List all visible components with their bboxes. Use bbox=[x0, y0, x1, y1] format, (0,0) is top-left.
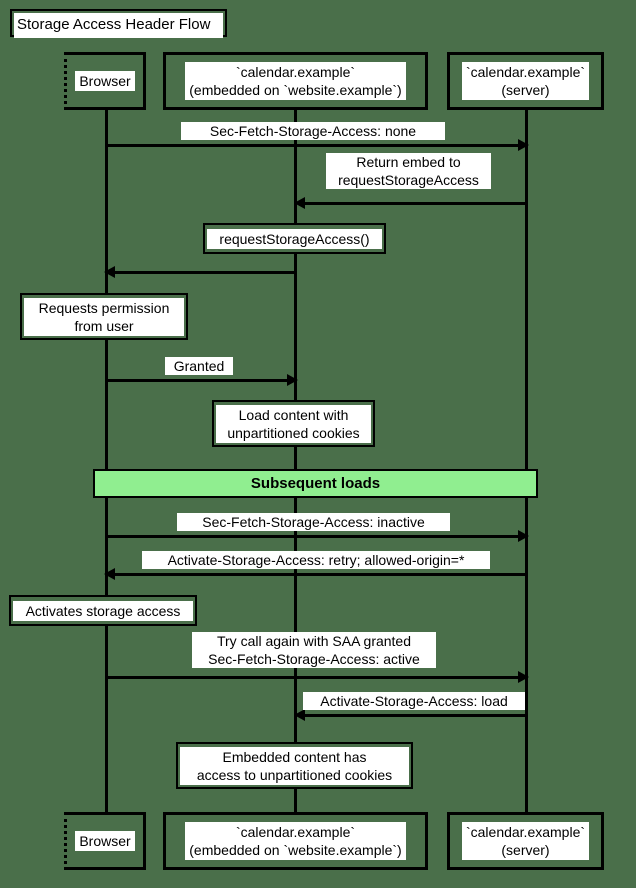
note-requests-permission-text: Requests permission from user bbox=[24, 297, 184, 336]
message-2-line bbox=[305, 202, 527, 205]
lifeline-embed bbox=[294, 110, 297, 818]
message-6-arrowhead-icon bbox=[104, 568, 115, 580]
message-8-arrowhead-icon bbox=[294, 709, 305, 721]
message-4-label: Granted bbox=[165, 357, 233, 375]
note-embedded-content-access-text: Embedded content has access to unpartiti… bbox=[180, 746, 409, 785]
participant-server-bottom[interactable]: `calendar.example` (server) bbox=[447, 812, 604, 870]
divider-subsequent-loads-text: Subsequent loads bbox=[250, 474, 381, 492]
note-activates-storage-access: Activates storage access bbox=[9, 595, 197, 626]
message-5-label: Sec-Fetch-Storage-Access: inactive bbox=[177, 513, 450, 531]
message-3-line bbox=[115, 271, 296, 274]
message-2-label: Return embed to requestStorageAccess bbox=[326, 153, 491, 189]
message-1-label: Sec-Fetch-Storage-Access: none bbox=[181, 122, 445, 140]
divider-subsequent-loads: Subsequent loads bbox=[93, 469, 538, 498]
participant-browser-label-bottom: Browser bbox=[75, 831, 135, 851]
message-8-label: Activate-Storage-Access: load bbox=[303, 692, 525, 710]
note-activates-storage-access-text: Activates storage access bbox=[13, 600, 193, 621]
participant-browser-label: Browser bbox=[75, 71, 135, 91]
message-4-line bbox=[106, 379, 289, 382]
message-7-label: Try call again with SAA granted Sec-Fetc… bbox=[192, 632, 436, 668]
diagram-title: Storage Access Header Flow bbox=[14, 13, 223, 38]
participant-server-label-bottom: `calendar.example` (server) bbox=[461, 822, 590, 860]
lifeline-browser bbox=[105, 110, 108, 818]
message-4-arrowhead-icon bbox=[287, 374, 298, 386]
diagram-title-box: Storage Access Header Flow bbox=[10, 9, 227, 38]
participant-server-label: `calendar.example` (server) bbox=[461, 62, 590, 100]
message-6-line bbox=[115, 573, 527, 576]
message-1-line bbox=[106, 144, 520, 147]
note-requests-permission: Requests permission from user bbox=[20, 293, 188, 340]
note-request-storage-access-text: requestStorageAccess() bbox=[207, 228, 382, 249]
participant-embed-label: `calendar.example` (embedded on `website… bbox=[185, 62, 406, 100]
message-8-line bbox=[305, 714, 527, 717]
message-7-line bbox=[106, 676, 520, 679]
message-1-arrowhead-icon bbox=[518, 139, 529, 151]
message-5-arrowhead-icon bbox=[518, 530, 529, 542]
message-5-line bbox=[106, 535, 520, 538]
participant-browser-bottom[interactable]: Browser bbox=[64, 812, 146, 870]
participant-browser-top[interactable]: Browser bbox=[64, 52, 146, 110]
note-request-storage-access: requestStorageAccess() bbox=[203, 223, 386, 254]
message-3-arrowhead-icon bbox=[104, 266, 115, 278]
message-7-arrowhead-icon bbox=[518, 671, 529, 683]
note-load-content-text: Load content with unpartitioned cookies bbox=[216, 404, 371, 443]
message-6-label: Activate-Storage-Access: retry; allowed-… bbox=[142, 551, 490, 569]
participant-server-top[interactable]: `calendar.example` (server) bbox=[447, 52, 604, 110]
participant-embed-top[interactable]: `calendar.example` (embedded on `website… bbox=[163, 52, 428, 110]
lifeline-server bbox=[525, 110, 528, 818]
participant-embed-bottom[interactable]: `calendar.example` (embedded on `website… bbox=[163, 812, 428, 870]
message-2-arrowhead-icon bbox=[294, 197, 305, 209]
note-load-content: Load content with unpartitioned cookies bbox=[212, 400, 375, 447]
participant-embed-label-bottom: `calendar.example` (embedded on `website… bbox=[185, 822, 406, 860]
note-embedded-content-access: Embedded content has access to unpartiti… bbox=[176, 742, 413, 789]
